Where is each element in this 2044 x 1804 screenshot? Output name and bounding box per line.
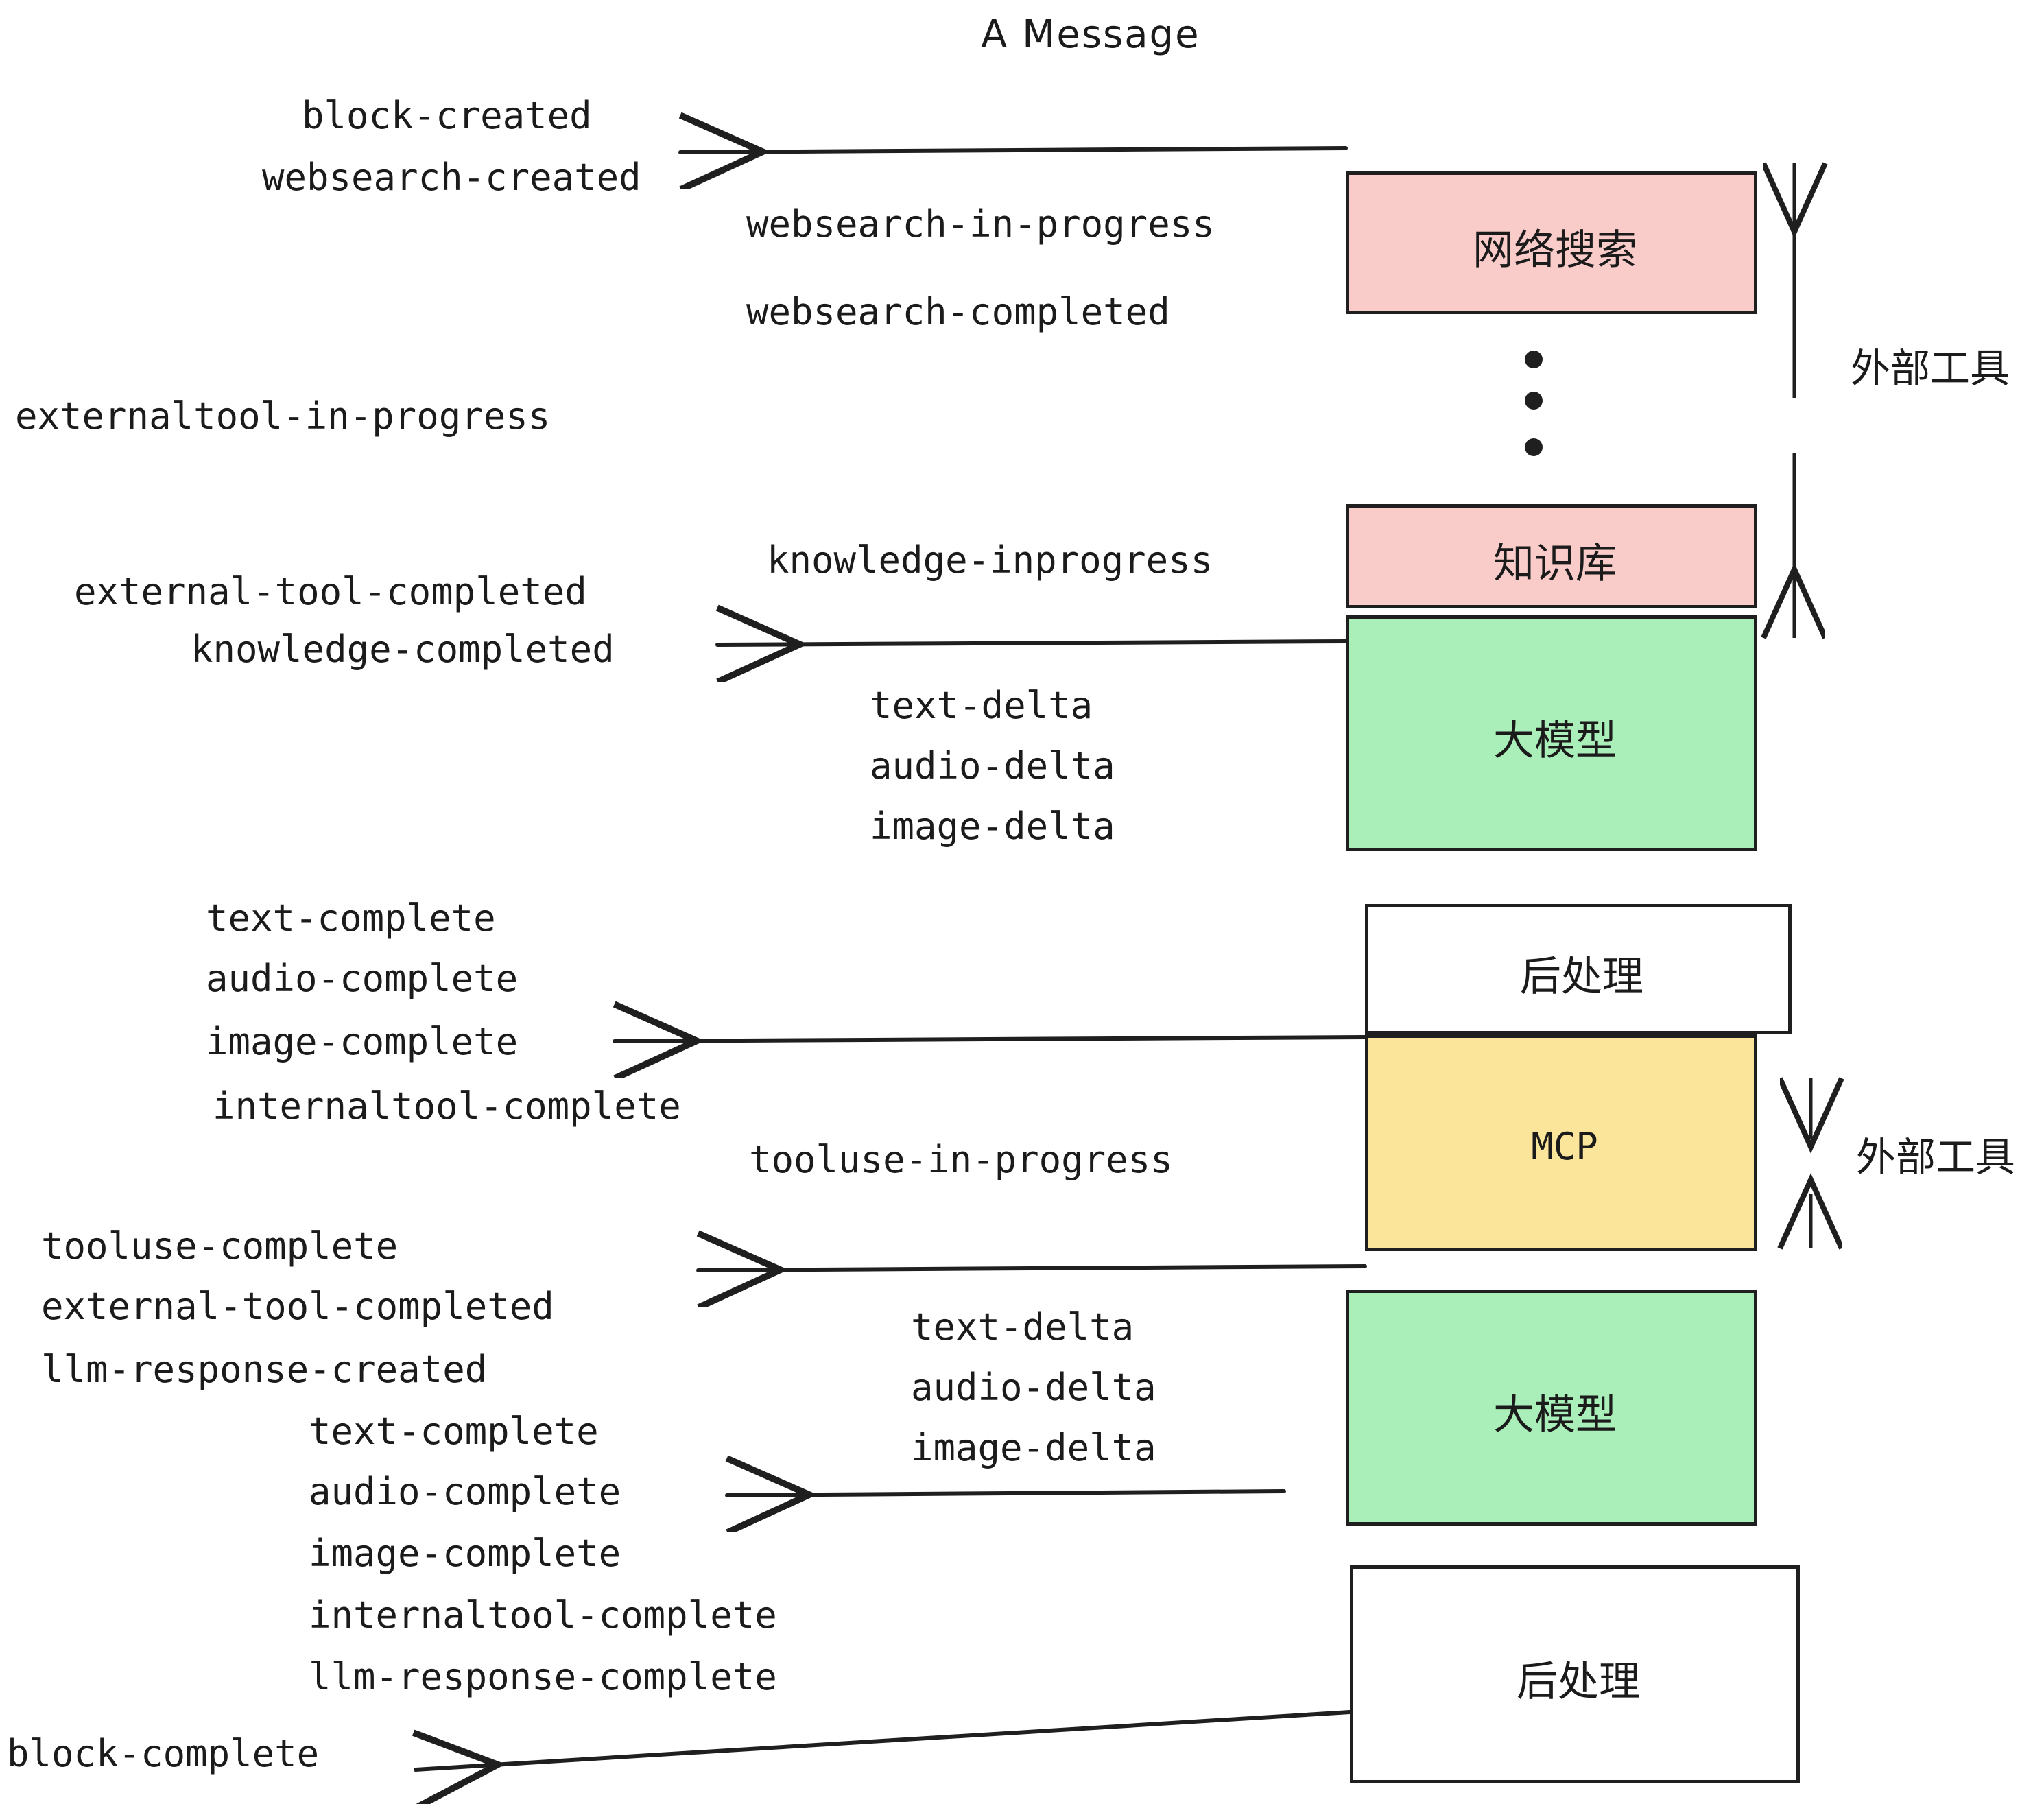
page-title: A Message [981, 12, 1200, 57]
arrow-post2-to-block [416, 1710, 1352, 1770]
node-label-postprocess-1: 后处理 [1520, 952, 1643, 1001]
event-label-audio-complete-2: audio-complete [309, 1470, 621, 1513]
event-label-image-delta-2: image-delta [911, 1426, 1156, 1469]
event-label-llm-response-complete: llm-response-complete [309, 1655, 777, 1698]
event-label-block-complete: block-complete [7, 1732, 320, 1775]
node-box-llm-1[interactable]: 大模型 [1346, 615, 1757, 851]
event-label-text-complete-2: text-complete [309, 1410, 599, 1453]
node-label-llm-2: 大模型 [1493, 1390, 1617, 1439]
event-label-audio-delta-2: audio-delta [911, 1366, 1156, 1409]
node-box-mcp[interactable]: MCP [1365, 1034, 1757, 1251]
event-label-block-created: block-created [302, 94, 592, 137]
node-box-websearch[interactable]: 网络搜索 [1346, 171, 1757, 314]
event-label-websearch-in-progress: websearch-in-progress [746, 202, 1215, 246]
event-label-internaltool-complete-2: internaltool-complete [309, 1593, 777, 1637]
event-label-internaltool-complete-1: internaltool-complete [213, 1084, 681, 1128]
arrow-layer [416, 148, 1367, 1770]
side-label-external-tool-upper: 外部工具 [1851, 345, 2010, 392]
event-label-websearch-created: websearch-created [262, 156, 641, 199]
event-label-text-complete-1: text-complete [206, 897, 496, 940]
event-label-external-tool-completed-1: external-tool-completed [74, 570, 587, 613]
arrow-llm2-to-audio [725, 1491, 1286, 1495]
ellipsis-dot-layer [1525, 351, 1543, 456]
event-label-externaltool-in-progress: externaltool-in-progress [15, 394, 551, 438]
node-box-knowledge[interactable]: 知识库 [1346, 504, 1757, 608]
node-box-postprocess-1[interactable]: 后处理 [1365, 904, 1792, 1034]
event-label-tooluse-complete: tooluse-complete [41, 1224, 399, 1268]
event-label-image-complete-1: image-complete [206, 1020, 519, 1063]
arrow-knowledge-to-completed [715, 641, 1348, 645]
event-label-knowledge-inprogress: knowledge-inprogress [767, 538, 1213, 582]
arrow-mcp-to-tooluse [696, 1266, 1367, 1270]
node-label-knowledge: 知识库 [1493, 539, 1617, 588]
event-label-external-tool-completed-2: external-tool-completed [41, 1285, 554, 1328]
event-label-knowledge-completed: knowledge-completed [191, 628, 615, 671]
arrow-post1-to-image [613, 1037, 1367, 1041]
event-label-image-complete-2: image-complete [309, 1532, 621, 1575]
side-label-external-tool-lower: 外部工具 [1856, 1134, 2016, 1180]
node-label-mcp: MCP [1531, 1124, 1598, 1168]
ellipsis-dot-2 [1525, 392, 1543, 410]
ellipsis-dot-1 [1525, 351, 1543, 368]
event-label-tooluse-in-progress: tooluse-in-progress [749, 1138, 1173, 1181]
event-label-websearch-completed: websearch-completed [746, 290, 1170, 333]
event-label-audio-complete-1: audio-complete [206, 957, 519, 1000]
event-label-llm-response-created: llm-response-created [41, 1348, 488, 1391]
event-label-audio-delta-1: audio-delta [870, 744, 1115, 787]
node-label-llm-1: 大模型 [1493, 716, 1617, 765]
arrow-websearch-to-block [678, 148, 1348, 152]
event-label-text-delta-2: text-delta [911, 1305, 1134, 1349]
ellipsis-dot-3 [1525, 438, 1543, 456]
node-box-postprocess-2[interactable]: 后处理 [1350, 1565, 1800, 1783]
node-box-llm-2[interactable]: 大模型 [1346, 1290, 1757, 1526]
node-label-postprocess-2: 后处理 [1517, 1657, 1640, 1706]
event-label-image-delta-1: image-delta [870, 805, 1115, 848]
side-arrow-layer [1794, 163, 1811, 1248]
node-label-websearch: 网络搜索 [1473, 226, 1637, 274]
event-label-text-delta-1: text-delta [870, 684, 1093, 727]
